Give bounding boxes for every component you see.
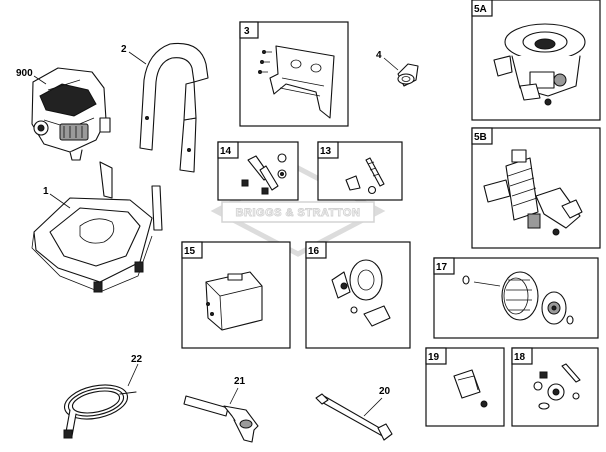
box-bracket[interactable]: 3 — [239, 21, 349, 127]
wand-part[interactable] — [315, 393, 393, 441]
box-bolts-b-label: 13 — [320, 146, 332, 157]
watermark-logo: BRIGGS & STRATTON — [210, 165, 386, 257]
box-pump-a-label: 5A — [474, 4, 487, 15]
callout-cap: 4 — [376, 50, 382, 61]
callout-hose: 22 — [131, 354, 143, 365]
box-pump-a[interactable]: 5A — [471, 0, 601, 121]
box-wheels[interactable]: 17 — [433, 257, 599, 339]
box-bolts-a[interactable]: 14 — [217, 141, 299, 201]
box-clip-label: 19 — [428, 352, 440, 363]
cap-part[interactable] — [397, 63, 419, 87]
box-bolts-a-label: 14 — [220, 146, 232, 157]
callout-handle: 2 — [121, 44, 127, 55]
box-pump-b[interactable]: 5B — [471, 127, 601, 249]
box-wheels-label: 17 — [436, 262, 448, 273]
watermark-text: BRIGGS & STRATTON — [236, 207, 361, 219]
box-bracket-label: 3 — [244, 26, 250, 37]
callout-frame: 1 — [43, 186, 49, 197]
box-cover-label: 15 — [184, 246, 196, 257]
gun-part[interactable] — [183, 395, 259, 443]
leader-cap — [383, 57, 399, 71]
frame-part[interactable] — [31, 161, 163, 293]
leader-gun — [229, 387, 239, 405]
box-cover[interactable]: 15 — [181, 241, 291, 349]
box-hardware[interactable]: 18 — [511, 347, 599, 427]
box-bolts-b[interactable]: 13 — [317, 141, 403, 201]
box-pump-b-label: 5B — [474, 132, 487, 143]
hose-part[interactable] — [61, 380, 137, 439]
leader-handle — [128, 51, 147, 65]
leader-hose — [127, 363, 139, 387]
box-clip[interactable]: 19 — [425, 347, 505, 427]
box-reel[interactable]: 16 — [305, 241, 411, 349]
callout-wand: 20 — [379, 386, 391, 397]
leader-wand — [363, 397, 383, 417]
leader-engine — [33, 75, 47, 85]
callout-engine: 900 — [16, 68, 33, 79]
box-reel-label: 16 — [308, 246, 320, 257]
leader-frame — [49, 193, 71, 209]
handle-part[interactable] — [139, 42, 209, 173]
engine-part[interactable] — [31, 67, 111, 161]
box-hardware-label: 18 — [514, 352, 526, 363]
callout-gun: 21 — [234, 376, 246, 387]
